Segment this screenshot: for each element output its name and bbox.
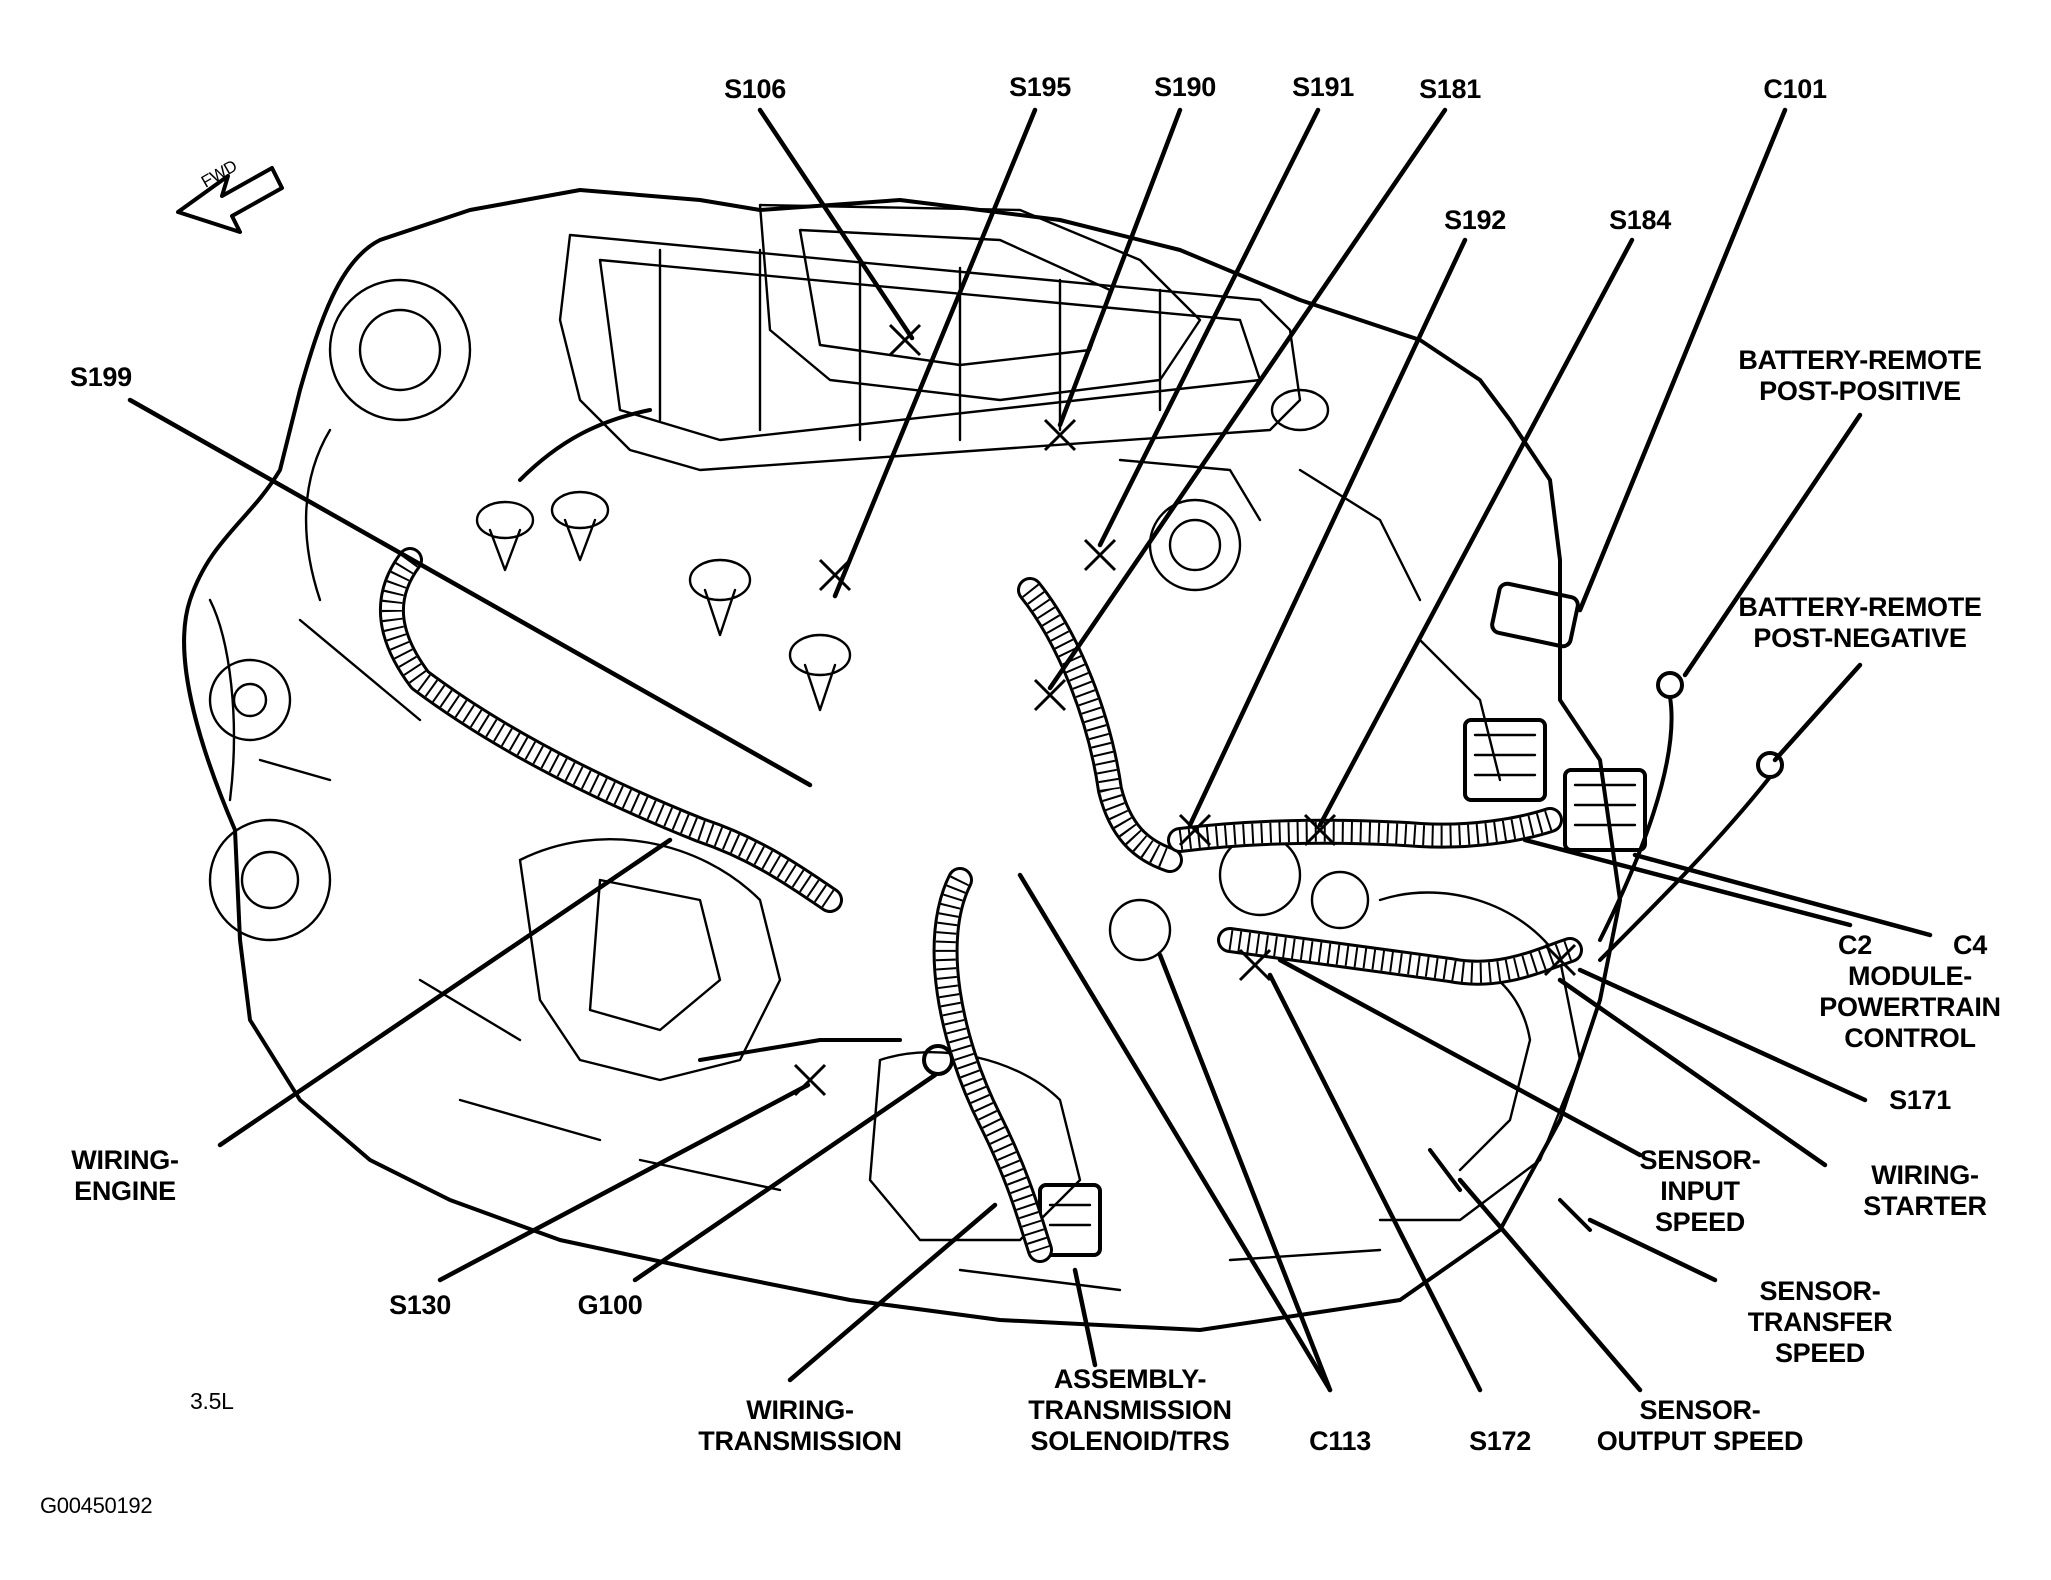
label-assembly-line2: TRANSMISSION xyxy=(1028,1395,1232,1425)
label-sensor-input-line2: INPUT xyxy=(1660,1176,1740,1206)
fwd-arrow xyxy=(176,166,284,234)
label-c2: C2 xyxy=(1838,930,1872,960)
label-s184: S184 xyxy=(1609,205,1671,235)
label-sensor-transfer-line3: SPEED xyxy=(1774,1338,1866,1368)
label-sensor-transfer-line1: SENSOR- xyxy=(1759,1276,1881,1306)
wiring-harness xyxy=(378,408,1592,1263)
label-wiring-starter-line1: WIRING- xyxy=(1871,1160,1979,1190)
label-battery-negative-line1: BATTERY-REMOTE xyxy=(1738,592,1982,622)
label-sensor-output-line1: SENSOR- xyxy=(1639,1395,1761,1425)
label-wiring-transmission-line2: TRANSMISSION xyxy=(698,1426,902,1456)
label-s191: S191 xyxy=(1292,72,1354,102)
label-pcm-line3: CONTROL xyxy=(1844,1023,1976,1053)
figure-id: G00450192 xyxy=(40,1493,153,1518)
label-s181: S181 xyxy=(1419,74,1481,104)
label-pcm-line1: MODULE- xyxy=(1848,961,1972,991)
label-assembly-line3: SOLENOID/TRS xyxy=(1030,1426,1230,1456)
label-battery-negative-line2: POST-NEGATIVE xyxy=(1753,623,1967,653)
label-battery-positive-line1: BATTERY-REMOTE xyxy=(1738,345,1982,375)
label-sensor-output-line2: OUTPUT SPEED xyxy=(1596,1426,1804,1456)
label-c113: C113 xyxy=(1309,1426,1371,1456)
label-sensor-transfer-line2: TRANSFER xyxy=(1747,1307,1893,1337)
label-s172: S172 xyxy=(1469,1426,1531,1456)
label-s190: S190 xyxy=(1154,72,1216,102)
label-sensor-input-line3: SPEED xyxy=(1654,1207,1746,1237)
label-sensor-input-line1: SENSOR- xyxy=(1639,1145,1761,1175)
label-s171: S171 xyxy=(1889,1085,1951,1115)
label-c4: C4 xyxy=(1953,930,1987,960)
label-assembly-line1: ASSEMBLY- xyxy=(1053,1364,1207,1394)
label-s192: S192 xyxy=(1444,205,1506,235)
label-wiring-engine-line2: ENGINE xyxy=(74,1176,176,1206)
engine-block-drawing xyxy=(182,188,1784,1332)
label-s130: S130 xyxy=(389,1290,451,1320)
label-wiring-starter-line2: STARTER xyxy=(1863,1191,1987,1221)
label-battery-positive-line2: POST-POSITIVE xyxy=(1759,376,1961,406)
label-wiring-engine-line1: WIRING- xyxy=(71,1145,179,1175)
engine-size-label: 3.5L xyxy=(190,1388,234,1414)
leader-lines xyxy=(127,107,1933,1393)
label-c101: C101 xyxy=(1763,74,1827,104)
label-s199: S199 xyxy=(70,362,132,392)
label-g100: G100 xyxy=(577,1290,643,1320)
label-pcm-line2: POWERTRAIN xyxy=(1819,992,2001,1022)
label-s195: S195 xyxy=(1009,72,1071,102)
label-wiring-transmission-line1: WIRING- xyxy=(746,1395,854,1425)
label-s106: S106 xyxy=(724,74,786,104)
